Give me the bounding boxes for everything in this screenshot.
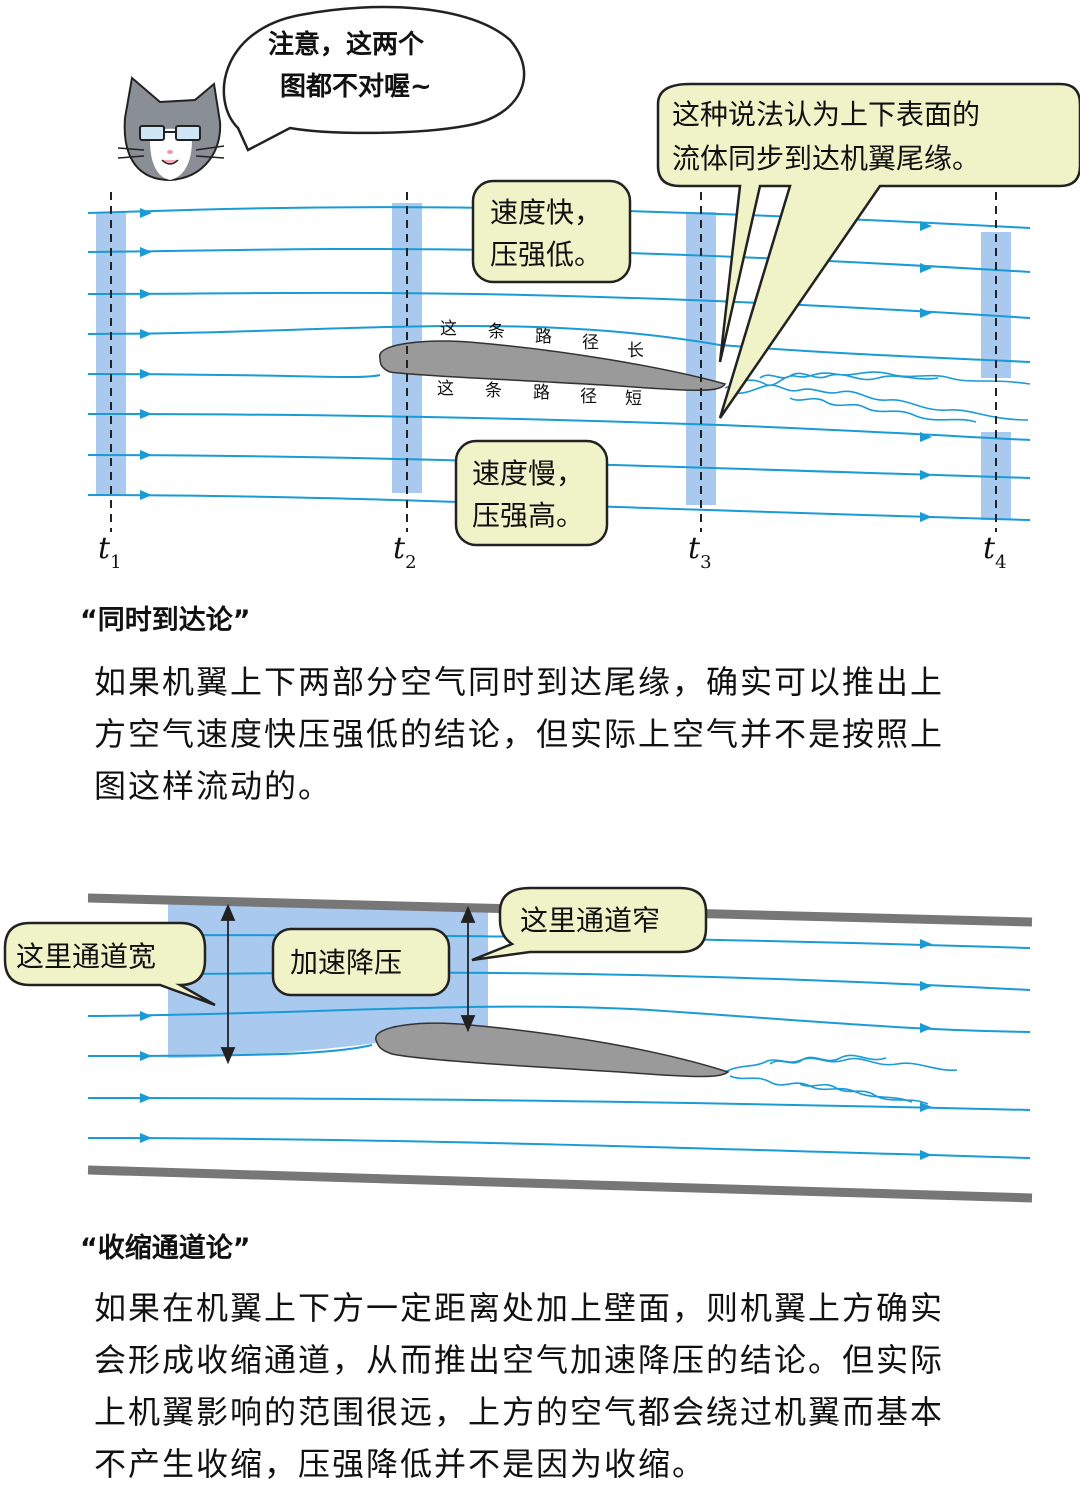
svg-text:这里通道窄: 这里通道窄 [520,904,660,937]
body-line: 不产生收缩，压强降低并不是因为收缩。 [94,1445,707,1483]
svg-text:条: 条 [485,381,502,401]
svg-text:这里通道宽: 这里通道宽 [16,940,156,973]
streamlines-figure2 [87,934,1031,1159]
callout-simultaneous-arrival: 这种说法认为上下表面的 流体同步到达机翼尾缘。 [656,82,1080,419]
svg-text:径: 径 [582,333,599,353]
airfoil-figure2 [375,1022,730,1078]
section-title-contracting-channel: “收缩通道论” [80,1233,251,1264]
cat-mascot [117,76,225,182]
callout-wide-channel: 这里通道宽 [3,921,216,1007]
callout-fast-low-pressure: 速度快， 压强低。 [471,179,632,284]
body-line: 方空气速度快压强低的结论，但实际上空气并不是按照上 [94,715,945,753]
turbulent-wake-figure1 [724,371,1031,423]
callout-accelerate-depressurize: 加速降压 [271,927,451,997]
airfoil-figure1 [379,340,727,392]
time-label-t1: t1 [98,531,122,573]
svg-text:路: 路 [533,383,550,403]
cat-speech-bubble: 注意，这两个 图都不对喔~ [222,5,526,152]
section-body-contracting-channel: 如果在机翼上下方一定距离处加上壁面，则机翼上方确实 会形成收缩通道，从而推出空气… [94,1282,994,1490]
time-labels: t1 t2 t3 t4 [98,531,1007,573]
turbulent-wake-figure2 [724,1054,958,1105]
svg-text:速度快，: 速度快， [490,196,602,229]
upper-path-label: 这 条 路 径 长 [440,319,644,361]
body-line: 如果在机翼上下方一定距离处加上壁面，则机翼上方确实 [94,1289,945,1327]
callout-slow-high-pressure: 速度慢， 压强高。 [454,439,609,547]
svg-text:径: 径 [580,387,597,407]
body-line: 如果机翼上下两部分空气同时到达尾缘，确实可以推出上 [94,663,945,701]
svg-text:压强低。: 压强低。 [490,238,602,271]
svg-text:这: 这 [437,379,454,399]
stream-arrows-figure1 [140,208,932,522]
time-label-t2: t2 [393,531,417,573]
svg-text:加速降压: 加速降压 [290,946,402,979]
svg-text:这种说法认为上下表面的: 这种说法认为上下表面的 [672,98,980,131]
svg-text:长: 长 [627,341,644,361]
lower-path-label: 这 条 路 径 短 [437,379,642,409]
figure-simultaneous-arrival: 这 条 路 径 长 这 条 路 径 短 t1 t2 t3 t4 [87,5,1080,573]
body-line: 上机翼影响的范围很远，上方的空气都会绕过机翼而基本 [94,1393,945,1431]
time-label-t4: t4 [983,531,1007,573]
svg-text:条: 条 [488,322,505,342]
section-body-simultaneous-arrival: 如果机翼上下两部分空气同时到达尾缘，确实可以推出上 方空气速度快压强低的结论，但… [94,656,994,812]
svg-text:这: 这 [440,319,457,339]
stream-arrows-figure2 [140,930,932,1160]
time-label-t3: t3 [688,531,712,573]
figure-contracting-channel: 这里通道宽 加速降压 这里通道窄 [3,886,1033,1203]
lower-wall [87,1165,1033,1203]
svg-text:短: 短 [625,389,642,409]
svg-text:速度慢，: 速度慢， [472,457,584,490]
body-line: 会形成收缩通道，从而推出空气加速降压的结论。但实际 [94,1341,945,1379]
wide-gap-indicator [220,903,236,1065]
time-markers [110,192,997,532]
svg-text:图都不对喔~: 图都不对喔~ [280,72,432,102]
section-title-simultaneous-arrival: “同时到达论” [80,605,251,636]
svg-text:注意，这两个: 注意，这两个 [268,29,425,60]
svg-text:压强高。: 压强高。 [472,499,584,532]
body-line: 图这样流动的。 [94,767,333,805]
svg-text:流体同步到达机翼尾缘。: 流体同步到达机翼尾缘。 [672,142,980,175]
svg-text:路: 路 [535,327,552,347]
time-band-t3 [686,212,716,505]
narrow-gap-indicator [460,905,476,1033]
callout-narrow-channel: 这里通道窄 [471,886,708,962]
